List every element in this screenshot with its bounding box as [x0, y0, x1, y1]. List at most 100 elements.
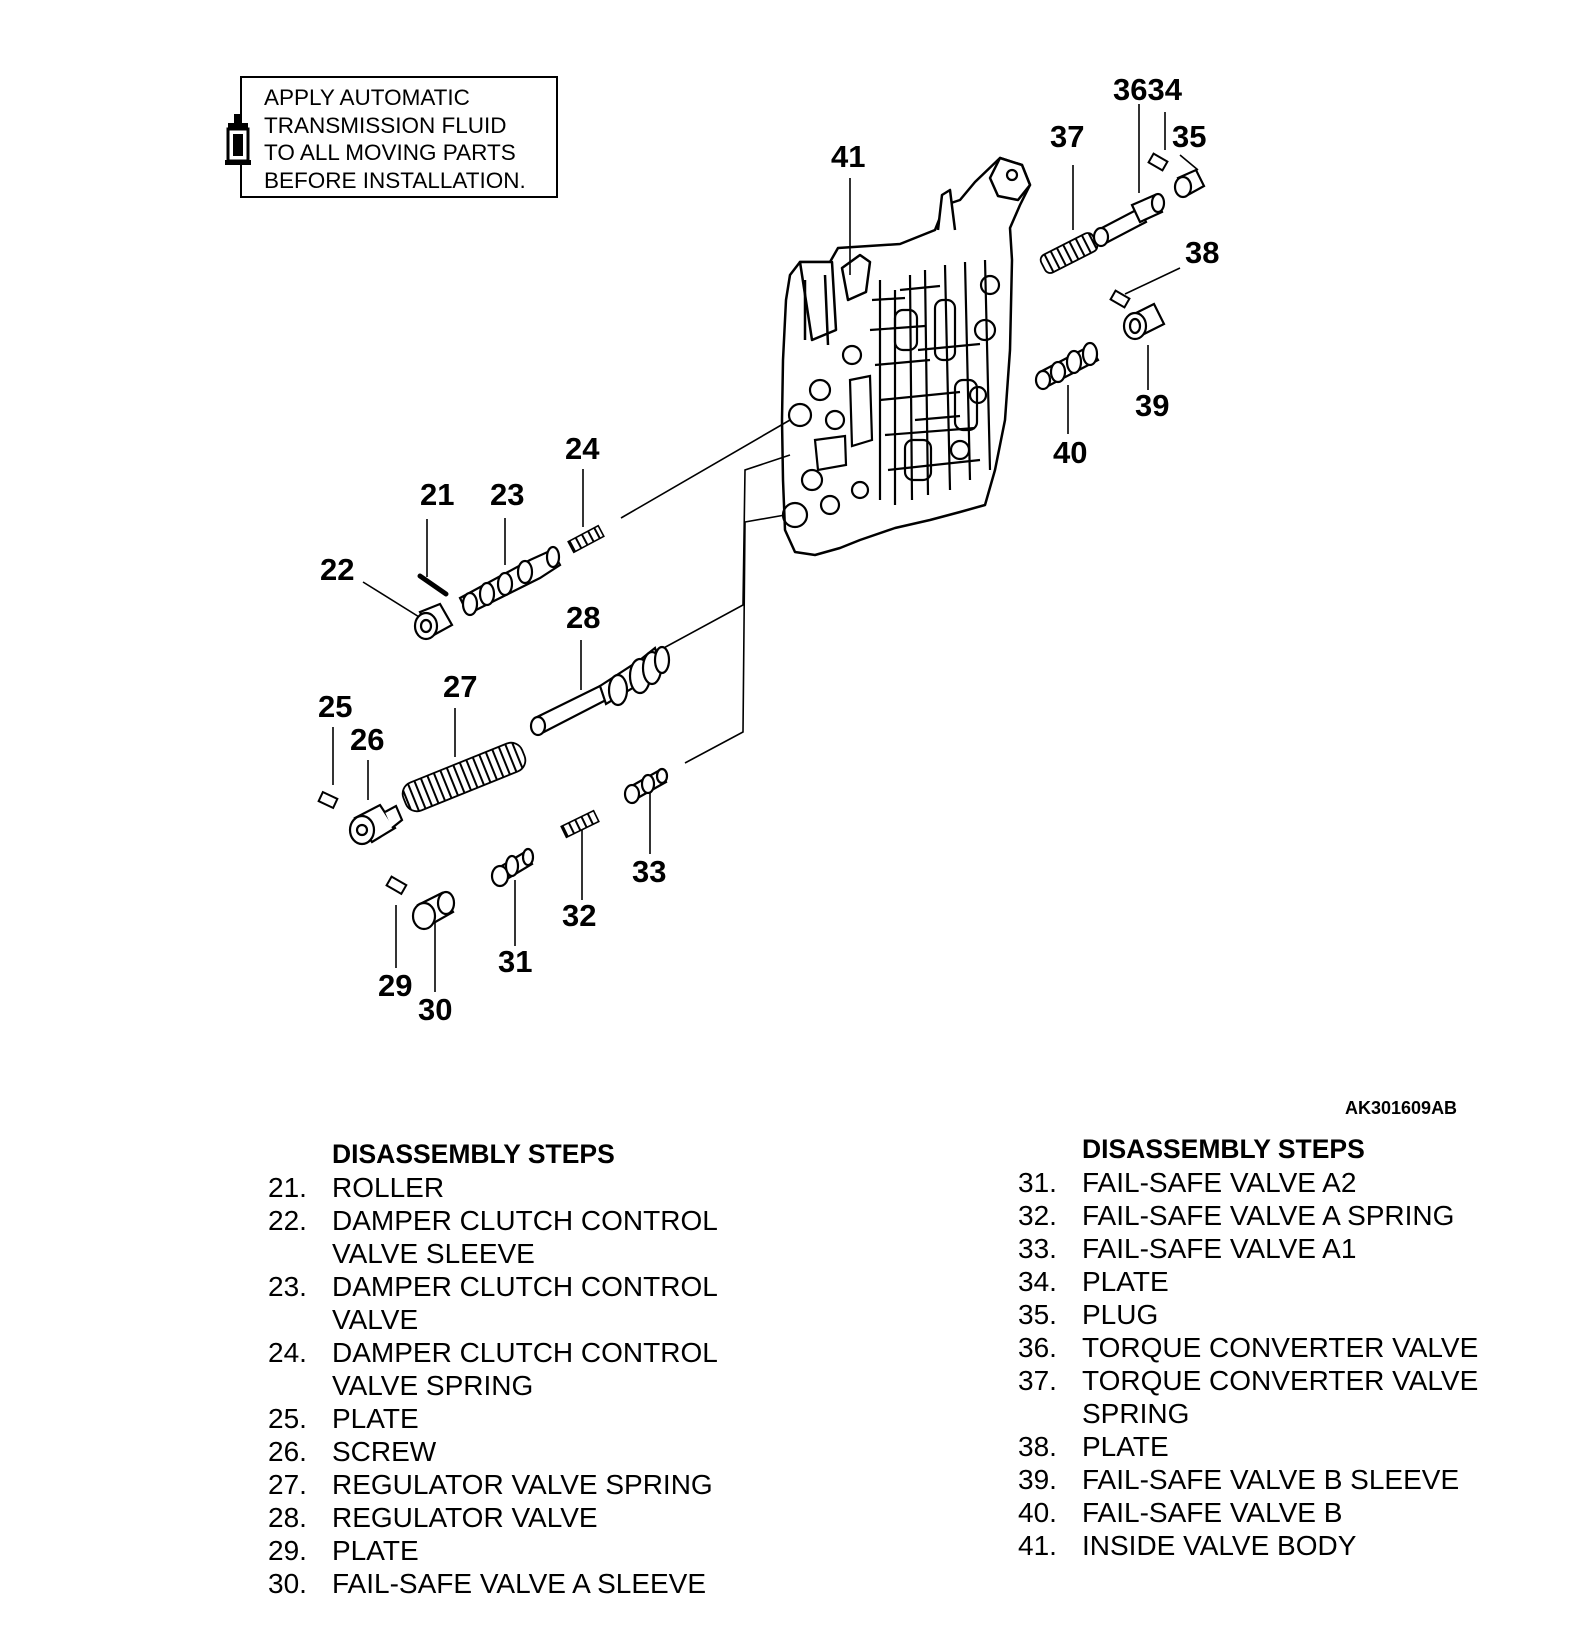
- fail-safe-a-sleeve-part: [411, 890, 456, 931]
- callout-30: 30: [418, 992, 452, 1027]
- leader-lines: [332, 104, 1199, 992]
- step-item: 30.FAIL-SAFE VALVE A SLEEVE: [268, 1567, 752, 1600]
- step-text: FAIL-SAFE VALVE B: [1082, 1497, 1343, 1528]
- callout-21: 21: [420, 477, 454, 512]
- step-item: 40. FAIL-SAFE VALVE B: [1018, 1496, 1502, 1529]
- step-number: 31.: [1018, 1167, 1057, 1198]
- step-text: TORQUE CONVERTER VALVE SPRING: [1082, 1365, 1479, 1429]
- callout-40: 40: [1053, 435, 1087, 470]
- callout-38: 38: [1185, 235, 1219, 270]
- callout-22: 22: [320, 552, 354, 587]
- regulator-valve-part: [529, 645, 671, 737]
- step-item: 33. FAIL-SAFE VALVE A1: [1018, 1232, 1502, 1265]
- damper-clutch-valve-part: [458, 545, 562, 617]
- steps-heading: DISASSEMBLY STEPS: [332, 1139, 615, 1169]
- step-number: 24.: [268, 1337, 307, 1368]
- step-number: 34.: [1018, 1266, 1057, 1297]
- step-text: REGULATOR VALVE: [332, 1502, 598, 1533]
- callout-31: 31: [498, 944, 532, 979]
- screw-part: [348, 803, 404, 846]
- callout-25: 25: [318, 689, 352, 724]
- step-text: PLATE: [332, 1403, 419, 1434]
- callout-29: 29: [378, 968, 412, 1003]
- plate-34-part: [1147, 152, 1169, 172]
- step-text: TORQUE CONVERTER VALVE: [1082, 1332, 1479, 1363]
- step-item: 26. SCREW: [268, 1435, 752, 1468]
- figure-code: AK301609AB: [1345, 1098, 1458, 1118]
- disassembly-steps-right: DISASSEMBLY STEPS 31.FAIL-SAFE VALVE A2 …: [1018, 1133, 1502, 1562]
- step-number: 36.: [1018, 1332, 1057, 1363]
- step-text: DAMPER CLUTCH CONTROL VALVE: [332, 1271, 717, 1335]
- step-text: FAIL-SAFE VALVE A SPRING: [1082, 1200, 1455, 1231]
- step-number: 21.: [268, 1172, 307, 1203]
- inside-valve-body-part: [780, 156, 1032, 557]
- step-text: REGULATOR VALVE SPRING: [332, 1469, 713, 1500]
- torque-converter-spring-part: [1039, 232, 1099, 274]
- callout-39: 39: [1135, 388, 1169, 423]
- step-item: 23. DAMPER CLUTCH CONTROL VALVE: [268, 1270, 752, 1336]
- step-text: ROLLER: [332, 1172, 445, 1203]
- note-line-3: TO ALL MOVING PARTS: [264, 140, 516, 165]
- step-text: FAIL-SAFE VALVE A2: [1082, 1167, 1357, 1198]
- step-item: 35. PLUG: [1018, 1298, 1502, 1331]
- step-text: FAIL-SAFE VALVE B SLEEVE: [1082, 1464, 1460, 1495]
- step-number: 32.: [1018, 1200, 1057, 1231]
- step-number: 22.: [268, 1205, 307, 1236]
- step-item: 36. TORQUE CONVERTER VALVE: [1018, 1331, 1502, 1364]
- step-text: SCREW: [332, 1436, 437, 1467]
- step-number: 28.: [268, 1502, 307, 1533]
- step-number: 39.: [1018, 1464, 1057, 1495]
- step-item: 39. FAIL-SAFE VALVE B SLEEVE: [1018, 1463, 1502, 1496]
- fail-safe-b-sleeve-part: [1122, 302, 1166, 341]
- step-item: 28. REGULATOR VALVE: [268, 1501, 752, 1534]
- step-number: 25.: [268, 1403, 307, 1434]
- callout-41: 41: [831, 139, 865, 174]
- regulator-spring-part: [401, 741, 527, 813]
- callout-26: 26: [350, 722, 384, 757]
- atf-note-box: APPLY AUTOMATIC TRANSMISSION FLUID TO AL…: [225, 76, 558, 198]
- step-number: 29.: [268, 1535, 307, 1566]
- exploded-view-diagram: 21 22 23 24 25 26 27 28 29 30 31 32 33 3…: [317, 72, 1219, 1027]
- fail-safe-a1-part: [623, 767, 669, 805]
- step-item: 34.PLATE: [1018, 1265, 1502, 1298]
- step-number: 37.: [1018, 1365, 1057, 1396]
- step-text: FAIL-SAFE VALVE A1: [1082, 1233, 1357, 1264]
- roller-part: [417, 573, 449, 597]
- callout-27: 27: [443, 669, 477, 704]
- note-line-4: BEFORE INSTALLATION.: [264, 167, 526, 193]
- valve-body-passages: [781, 168, 1019, 529]
- step-number: 40.: [1018, 1497, 1057, 1528]
- callout-28: 28: [566, 600, 600, 635]
- fail-safe-b-valve-part: [1034, 341, 1100, 391]
- step-item: 27.REGULATOR VALVE SPRING: [268, 1468, 752, 1501]
- step-item: 32. FAIL-SAFE VALVE A SPRING: [1018, 1199, 1502, 1232]
- step-item: 41.INSIDE VALVE BODY: [1018, 1529, 1502, 1562]
- steps-heading: DISASSEMBLY STEPS: [1082, 1134, 1365, 1164]
- plug-part: [1173, 168, 1206, 199]
- fail-safe-a-spring-part: [560, 809, 600, 839]
- torque-converter-valve-part: [1092, 192, 1166, 248]
- step-item: 21. ROLLER: [268, 1171, 752, 1204]
- step-number: 33.: [1018, 1233, 1057, 1264]
- step-number: 23.: [268, 1271, 307, 1302]
- step-text: PLUG: [1082, 1299, 1159, 1330]
- damper-clutch-spring-part: [567, 524, 605, 554]
- step-text: PLATE: [332, 1535, 419, 1566]
- step-text: PLATE: [1082, 1431, 1169, 1462]
- callout-3634: 3634: [1113, 72, 1183, 107]
- step-text: FAIL-SAFE VALVE A SLEEVE: [332, 1568, 707, 1599]
- plate-29-part: [385, 875, 408, 896]
- step-number: 35.: [1018, 1299, 1057, 1330]
- callout-33: 33: [632, 854, 666, 889]
- step-number: 41.: [1018, 1530, 1057, 1561]
- note-line-1: APPLY AUTOMATIC: [264, 85, 470, 110]
- oil-can-icon: [225, 114, 251, 165]
- step-number: 26.: [268, 1436, 307, 1467]
- plate-38-part: [1109, 289, 1131, 309]
- callout-24: 24: [565, 431, 600, 466]
- step-text: DAMPER CLUTCH CONTROL VALVE SPRING: [332, 1337, 717, 1401]
- step-number: 38.: [1018, 1431, 1057, 1462]
- damper-clutch-sleeve-part: [413, 602, 454, 641]
- step-text: DAMPER CLUTCH CONTROL VALVE SLEEVE: [332, 1205, 717, 1269]
- fail-safe-a2-part: [490, 847, 535, 888]
